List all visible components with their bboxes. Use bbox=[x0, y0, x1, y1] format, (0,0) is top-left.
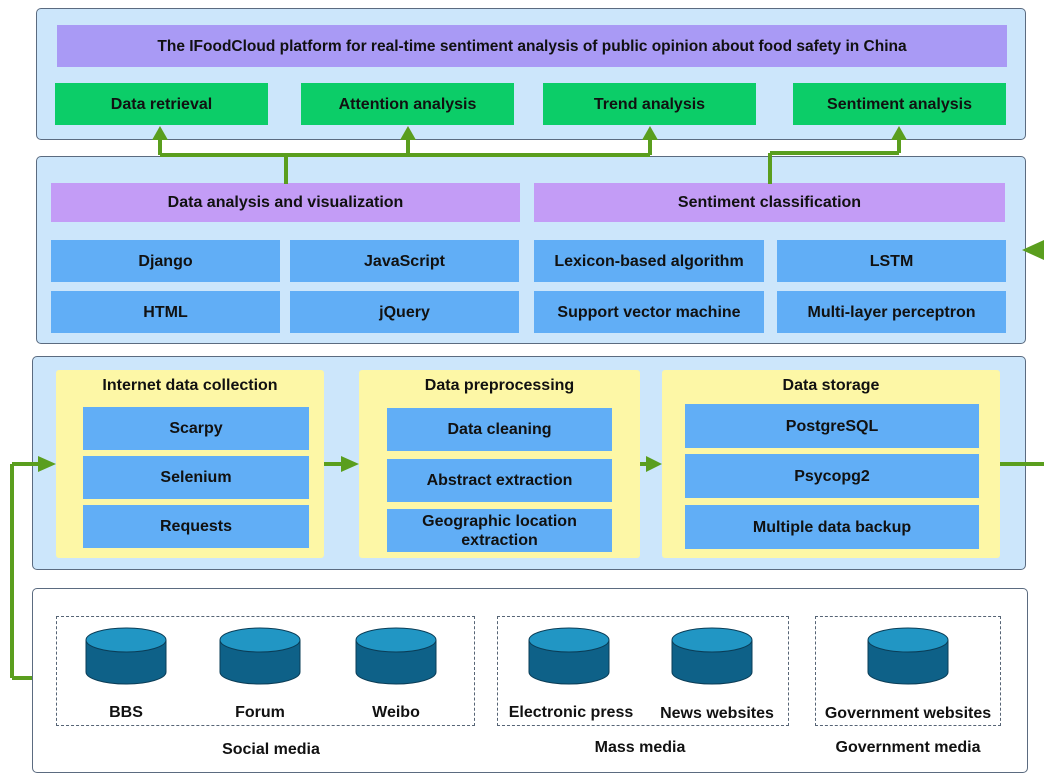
lstm-box: LSTM bbox=[777, 240, 1006, 282]
lexicon-algorithm-box: Lexicon-based algorithm bbox=[534, 240, 764, 282]
mlp-box: Multi-layer perceptron bbox=[777, 291, 1006, 333]
government-media-group bbox=[815, 616, 1001, 726]
electronic-press-label: Electronic press bbox=[508, 704, 634, 721]
platform-title: The IFoodCloud platform for real-time se… bbox=[57, 25, 1007, 67]
government-media-caption: Government media bbox=[835, 739, 981, 756]
geographic-extraction-box: Geographic location extraction bbox=[387, 509, 612, 552]
svm-box: Support vector machine bbox=[534, 291, 764, 333]
forum-database-icon bbox=[219, 627, 301, 685]
news-websites-label: News websites bbox=[660, 705, 774, 722]
data-backup-box: Multiple data backup bbox=[685, 505, 979, 549]
connector-arrowheads bbox=[38, 126, 1044, 472]
electronic-press-database-icon bbox=[528, 627, 610, 685]
sentiment-classification-header: Sentiment classification bbox=[534, 183, 1005, 222]
psycopg2-box: Psycopg2 bbox=[685, 454, 979, 498]
weibo-database-icon bbox=[355, 627, 437, 685]
trend-analysis-box: Trend analysis bbox=[543, 83, 756, 125]
data-retrieval-box: Data retrieval bbox=[55, 83, 268, 125]
sources-panel bbox=[32, 588, 1028, 773]
javascript-box: JavaScript bbox=[290, 240, 519, 282]
attention-analysis-box: Attention analysis bbox=[301, 83, 514, 125]
selenium-box: Selenium bbox=[83, 456, 309, 499]
postgresql-box: PostgreSQL bbox=[685, 404, 979, 448]
data-cleaning-box: Data cleaning bbox=[387, 408, 612, 451]
bbs-database-icon bbox=[85, 627, 167, 685]
government-websites-database-icon bbox=[867, 627, 949, 685]
bbs-label: BBS bbox=[109, 704, 143, 721]
forum-label: Forum bbox=[235, 704, 285, 721]
mass-media-group bbox=[497, 616, 789, 726]
abstract-extraction-box: Abstract extraction bbox=[387, 459, 612, 502]
html-box: HTML bbox=[51, 291, 280, 333]
government-websites-label: Government websites bbox=[824, 705, 992, 722]
sentiment-analysis-box: Sentiment analysis bbox=[793, 83, 1006, 125]
requests-box: Requests bbox=[83, 505, 309, 548]
weibo-label: Weibo bbox=[372, 704, 420, 721]
mass-media-caption: Mass media bbox=[594, 739, 686, 756]
scarpy-box: Scarpy bbox=[83, 407, 309, 450]
visualization-header: Data analysis and visualization bbox=[51, 183, 520, 222]
connector-lines bbox=[10, 138, 1044, 680]
news-websites-database-icon bbox=[671, 627, 753, 685]
jquery-box: jQuery bbox=[290, 291, 519, 333]
social-media-caption: Social media bbox=[222, 741, 320, 758]
social-media-group bbox=[56, 616, 475, 726]
django-box: Django bbox=[51, 240, 280, 282]
